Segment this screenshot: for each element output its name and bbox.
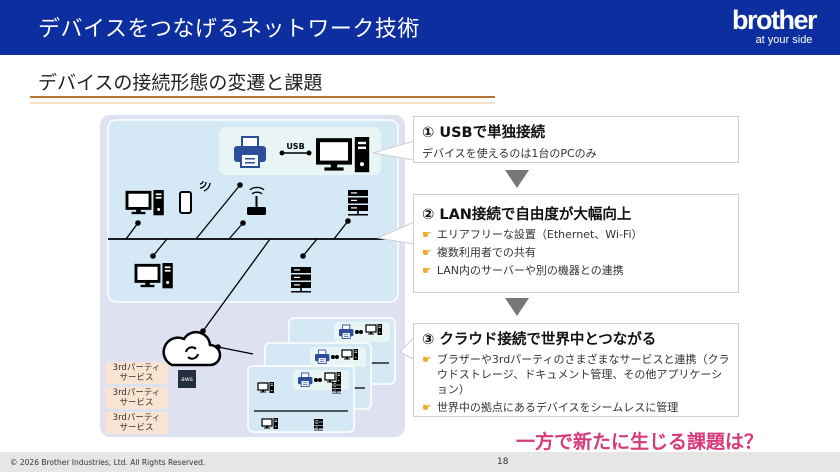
step-title: ③ クラウド接続で世界中とつながる [422,332,657,348]
down-arrow-icon [505,298,529,316]
pointing-hand-icon: ☛ [422,353,432,366]
pointing-hand-icon: ☛ [422,264,432,277]
step-title: ① USBで単独接続 [422,125,546,141]
pointing-hand-icon: ☛ [422,401,432,414]
step-title: ② LAN接続で自由度が大幅向上 [422,207,632,223]
bullet-text: ブラザーや3rdパーティのさまざまなサービスと連携（クラウドストレージ、ドキュメ… [436,353,730,396]
aws-logo [178,370,196,388]
third-party-service: 3rdパーティサービス [105,412,168,434]
router-icon [247,196,266,215]
third-party-service: 3rdパーティサービス [105,362,168,384]
aws-label: aws [181,376,193,383]
step-lan-box: ② LAN接続で自由度が大幅向上 ☛ エリアフリーな設置（Ethernet、Wi-… [413,194,739,293]
page-number: 18 [497,457,509,467]
brother-logo: brother at your side [722,6,826,46]
footer-bar [0,452,840,472]
bullet-text: エリアフリーな設置（Ethernet、Wi-Fi） [436,228,643,241]
divider [30,96,495,98]
bullet-text: LAN内のサーバーや別の機器との連携 [436,264,624,277]
bullet-text: 複数利用者での共有 [436,246,536,259]
pointing-hand-icon: ☛ [422,228,432,241]
step-usb-box: ① USBで単独接続 デバイスを使えるのは1台のPCのみ [413,116,739,163]
cloud-icon [162,330,222,367]
section-title: デバイスの接続形態の変遷と課題 [38,72,323,94]
third-party-service: 3rdパーティサービス [105,387,168,409]
smartphone-icon [179,191,192,214]
sync-icon [185,346,199,360]
site-panel [248,366,354,432]
header-bar [0,0,840,55]
question-text: 一方で新たに生じる課題は？ [516,431,764,453]
slide-title: デバイスをつなげるネットワーク技術 [38,17,420,42]
usb-label: USB [286,142,304,151]
down-arrow-icon [505,170,529,188]
pointing-hand-icon: ☛ [422,246,432,259]
step-text: デバイスを使えるのは1台のPCのみ [422,147,597,160]
logo-tagline: at your side [755,34,813,46]
logo-text: brother [732,5,818,35]
step-cloud-box: ③ クラウド接続で世界中とつながる ☛ ブラザーや3rdパーティのさまざまなサービ… [413,323,739,417]
bullet-text: 世界中の拠点にあるデバイスをシームレスに管理 [436,401,679,414]
copyright: © 2026 Brother Industries, Ltd. All Righ… [10,458,206,467]
divider [30,102,495,104]
